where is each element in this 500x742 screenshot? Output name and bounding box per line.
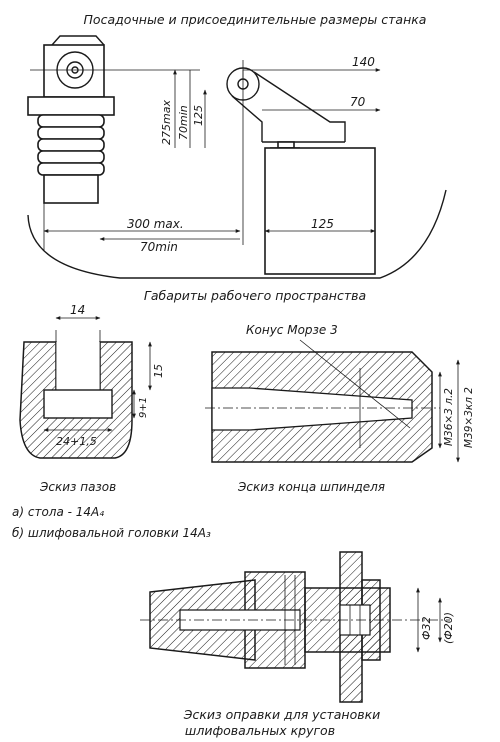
note-grinding-head-slots: б) шлифовальной головки 14A₃ [12, 526, 211, 540]
dim-mandrel-32: Ф32 [420, 617, 433, 640]
grinding-head-right [226, 60, 376, 275]
dim-mandrel-20: (Ф20) [442, 612, 455, 644]
dim-thread-m39: M39×3кл 2 [463, 387, 475, 448]
note-table-slots: а) стола - 14A₄ [12, 505, 104, 519]
title-workspace-dimensions: Габариты рабочего пространства [144, 288, 366, 303]
slot-sketch: 14 15 9+1 24+1,5 [19, 303, 165, 459]
mandrel-sketch: Ф32 (Ф20) [140, 551, 455, 703]
dim-140: 140 [352, 55, 375, 69]
caption-mandrel-line2: шлифовальных кругов [185, 723, 335, 738]
caption-spindle-sketch: Эскиз конца шпинделя [237, 480, 385, 494]
dim-125-horizontal: 125 [311, 217, 334, 231]
caption-mandrel-line1: Эскиз оправки для установки [183, 707, 381, 722]
dim-slot-9: 9+1 [138, 397, 149, 418]
dim-70: 70 [350, 95, 366, 109]
dim-275max: 275max [160, 100, 173, 145]
spindle-end-sketch: Конус Морзе 3 M36×3 л.2 M39×3кл 2 [205, 323, 475, 463]
bellows [37, 114, 105, 204]
caption-slot-sketch: Эскиз пазов [39, 480, 116, 494]
dim-300max: 300 max. [127, 217, 184, 231]
machine-layout-drawing: 140 70 275max 70min 125 300 max. 70min 1… [27, 35, 447, 279]
dim-125-vertical: 125 [192, 105, 205, 126]
title-seating-dimensions: Посадочные и присоединительные размеры с… [84, 12, 427, 27]
dim-70min-vertical: 70min [177, 105, 190, 140]
table-base-curve [27, 189, 447, 279]
dim-slot-24: 24+1,5 [56, 435, 97, 448]
dim-slot-14: 14 [70, 303, 85, 317]
top-dimensions: 140 70 275max 70min 125 300 max. 70min 1… [43, 55, 381, 254]
label-morse-taper: Конус Морзе 3 [246, 323, 338, 337]
dim-thread-m36: M36×3 л.2 [443, 388, 455, 446]
grinding-head-left [27, 35, 200, 250]
dim-slot-15: 15 [152, 364, 165, 378]
dim-70min-horizontal: 70min [140, 240, 178, 254]
